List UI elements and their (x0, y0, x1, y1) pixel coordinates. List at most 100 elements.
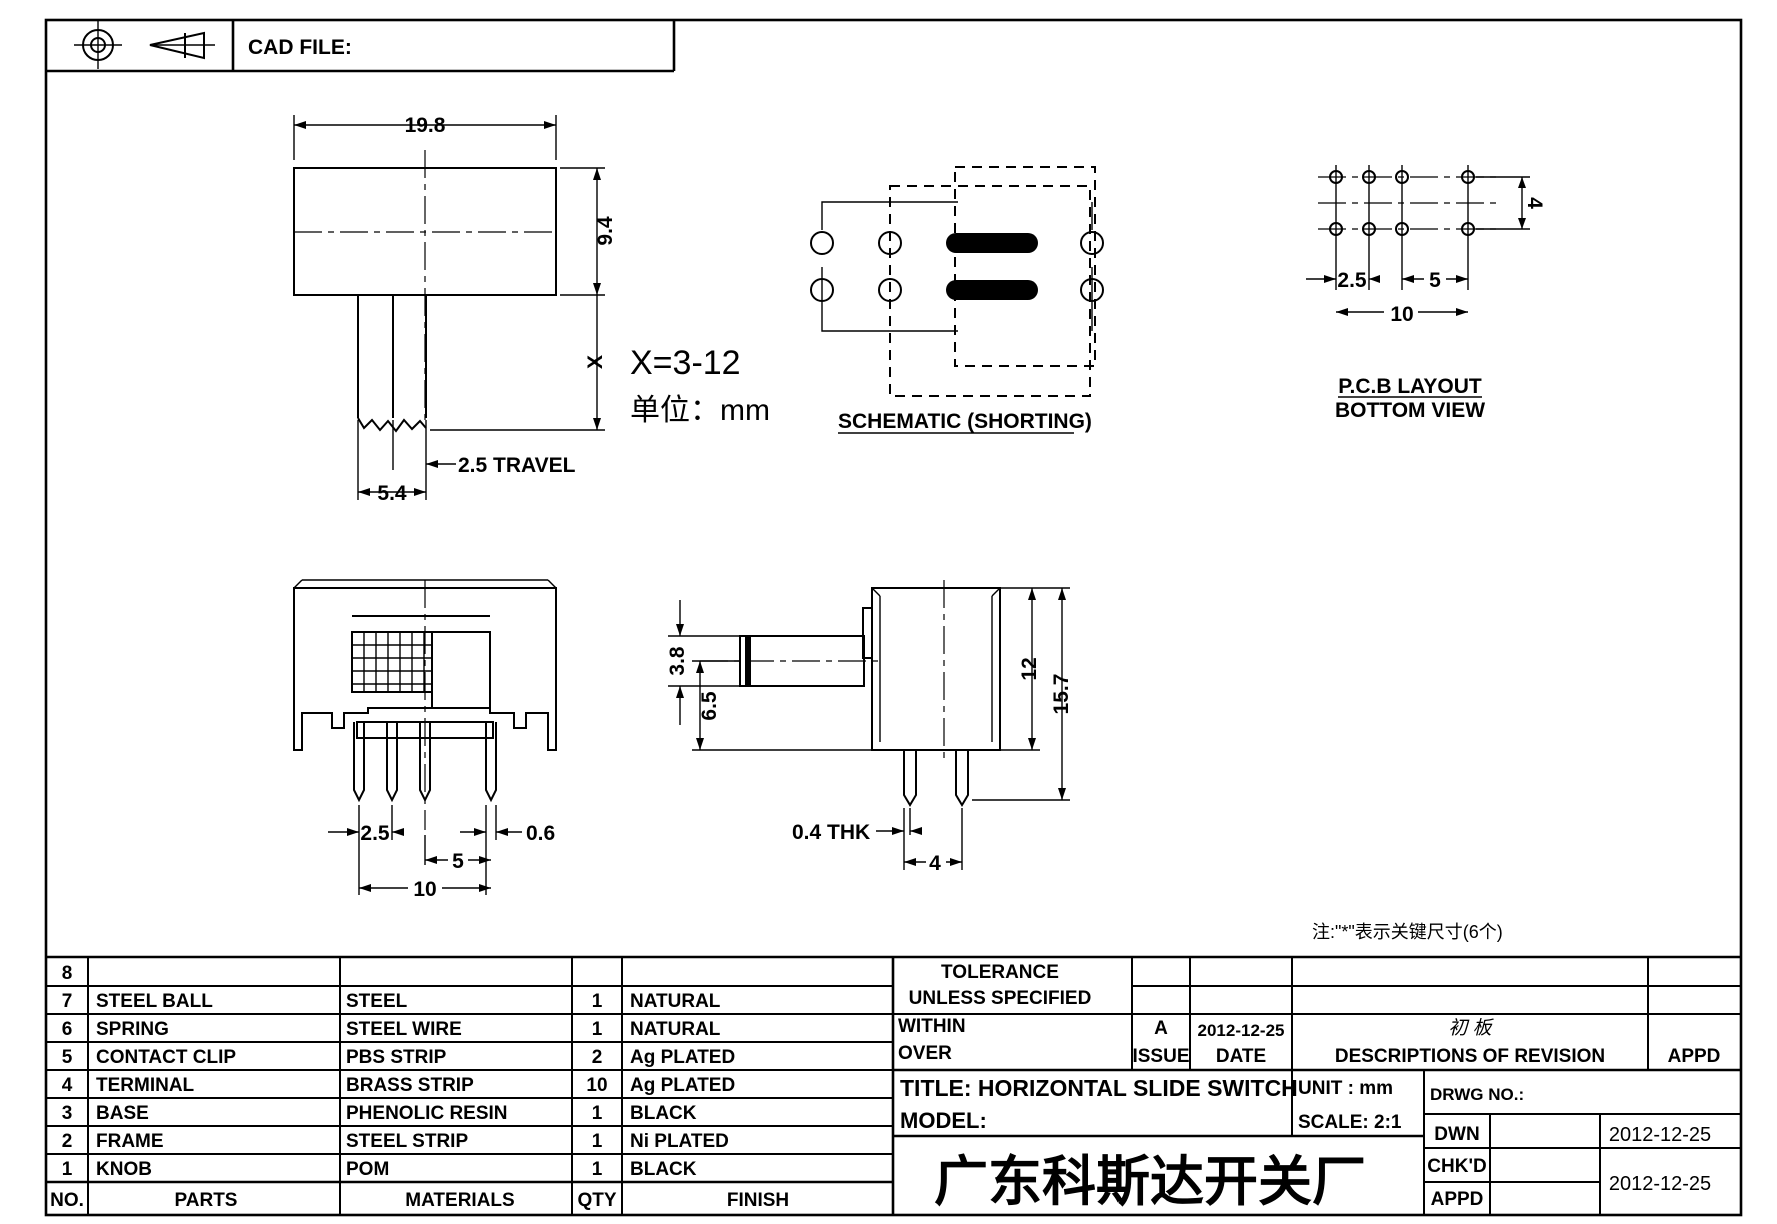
revision-description: 初 板 (1448, 1018, 1494, 1039)
bom-part: CONTACT CLIP (96, 1047, 236, 1068)
bom-qty: 1 (592, 1019, 603, 1040)
bom-finish: BLACK (630, 1103, 697, 1124)
bom-part: KNOB (96, 1159, 152, 1180)
bom-header-row: NO. PARTS MATERIALS QTY FINISH (50, 1190, 789, 1211)
bom-finish: Ni PLATED (630, 1131, 729, 1152)
pcb-total: 10 (1390, 303, 1413, 326)
bom-part: SPRING (96, 1019, 169, 1040)
pcb-layout: 4 2.5 5 10 P.C.B LAYOUT BOTTOM VIEW (1306, 165, 1546, 422)
scale-label: SCALE: 2:1 (1298, 1112, 1402, 1133)
projection-symbol-icon (74, 21, 215, 69)
col-header-finish: FINISH (727, 1190, 789, 1211)
unit-note: 单位：mm (630, 394, 770, 427)
drawing-number-label: DRWG NO.: (1430, 1085, 1524, 1104)
key-dimension-note: 注:"*"表示关键尺寸(6个) (1312, 922, 1503, 942)
schematic-caption: SCHEMATIC (SHORTING) (838, 410, 1092, 433)
revision-date: 2012-12-25 (1198, 1021, 1285, 1040)
appd-label: APPD (1431, 1189, 1484, 1210)
chkd-date: 2012-12-25 (1609, 1173, 1711, 1195)
bom-no: 3 (62, 1103, 73, 1124)
pcb-holes (1329, 170, 1475, 236)
bom-finish: NATURAL (630, 991, 721, 1012)
tolerance-label: TOLERANCE (941, 962, 1059, 983)
front-mid: 5 (452, 850, 464, 873)
bom-qty: 10 (586, 1075, 607, 1096)
pcb-pitch-b: 5 (1429, 269, 1441, 292)
bom-no: 8 (62, 963, 73, 984)
side-pin-gap: 4 (929, 852, 941, 875)
bom-qty: 1 (592, 1103, 603, 1124)
front-pins (353, 722, 497, 803)
terminal-4 (810, 278, 834, 302)
bom-part: TERMINAL (96, 1075, 195, 1096)
dwn-label: DWN (1434, 1124, 1479, 1145)
side-h1: 12 (1018, 657, 1041, 680)
dim-x: X (584, 355, 607, 369)
bom-part: BASE (96, 1103, 149, 1124)
bom-material: STEEL (346, 991, 408, 1012)
terminal-3 (1080, 231, 1104, 255)
bom-material: POM (346, 1159, 389, 1180)
dim-knob-width: 5.4 (377, 482, 407, 505)
bom-qty: 1 (592, 991, 603, 1012)
bom-part: FRAME (96, 1131, 164, 1152)
unit-label: UNIT : mm (1298, 1078, 1393, 1099)
issue-header: ISSUE (1132, 1046, 1189, 1067)
bom-part: STEEL BALL (96, 991, 213, 1012)
terminal-2 (878, 231, 902, 255)
bom-no: 2 (62, 1131, 73, 1152)
bom-finish: Ag PLATED (630, 1075, 735, 1096)
within-label: WITHIN (898, 1016, 966, 1037)
pcb-row-gap: 4 (1523, 197, 1546, 209)
header-block: CAD FILE: (46, 20, 676, 73)
dim-width: 19.8 (405, 114, 446, 137)
front-view: 2.5 0.6 5 10 (293, 579, 557, 901)
front-thk: 0.6 (526, 822, 555, 845)
x-range-label: X=3-12 (630, 344, 741, 382)
col-header-qty: QTY (577, 1190, 616, 1211)
company-name: 广东科斯达开关厂 (934, 1152, 1366, 1212)
model-label: MODEL: (900, 1108, 987, 1133)
bom-material: STEEL WIRE (346, 1019, 462, 1040)
bom-finish: Ag PLATED (630, 1047, 735, 1068)
terminal-6 (1080, 278, 1104, 302)
schematic: SCHEMATIC (SHORTING) (810, 166, 1104, 434)
side-view: 3.8 6.5 12 15.7 0.4 THK 4 (666, 580, 1073, 875)
title-block: TOLERANCE UNLESS SPECIFIED WITHIN OVER A… (893, 957, 1741, 1215)
pcb-caption-1: P.C.B LAYOUT (1338, 375, 1482, 398)
bom-qty: 1 (592, 1131, 603, 1152)
drawing-title: TITLE: HORIZONTAL SLIDE SWITCH (900, 1075, 1298, 1101)
knob-grip (352, 632, 432, 692)
revision-letter: A (1154, 1018, 1168, 1039)
bom-material: STEEL STRIP (346, 1131, 468, 1152)
descriptions-header: DESCRIPTIONS OF REVISION (1335, 1046, 1605, 1067)
side-d2: 6.5 (698, 691, 721, 721)
bom-finish: NATURAL (630, 1019, 721, 1040)
side-pins (903, 750, 969, 807)
pcb-caption-2: BOTTOM VIEW (1335, 399, 1485, 422)
bom-no: 6 (62, 1019, 73, 1040)
bom-finish: BLACK (630, 1159, 697, 1180)
unless-specified-label: UNLESS SPECIFIED (909, 988, 1092, 1009)
col-header-parts: PARTS (175, 1190, 238, 1211)
dwn-date: 2012-12-25 (1609, 1124, 1711, 1146)
travel-label: 2.5 TRAVEL (458, 454, 576, 477)
bom-material: PHENOLIC RESIN (346, 1103, 508, 1124)
appd-header: APPD (1668, 1046, 1721, 1067)
side-thk: 0.4 THK (792, 821, 870, 844)
top-view: 19.8 9.4 X X=3-12 单位：mm 2.5 TRAVEL 5.4 (293, 114, 770, 505)
terminal-5 (878, 278, 902, 302)
col-header-materials: MATERIALS (405, 1190, 514, 1211)
bom-no: 4 (62, 1075, 73, 1096)
date-header: DATE (1216, 1046, 1266, 1067)
front-total: 10 (413, 878, 436, 901)
bom-qty: 2 (592, 1047, 603, 1068)
terminal-1 (810, 231, 834, 255)
side-d1: 3.8 (666, 646, 689, 676)
bom-no: 7 (62, 991, 73, 1012)
bom-qty: 1 (592, 1159, 603, 1180)
over-label: OVER (898, 1043, 952, 1064)
